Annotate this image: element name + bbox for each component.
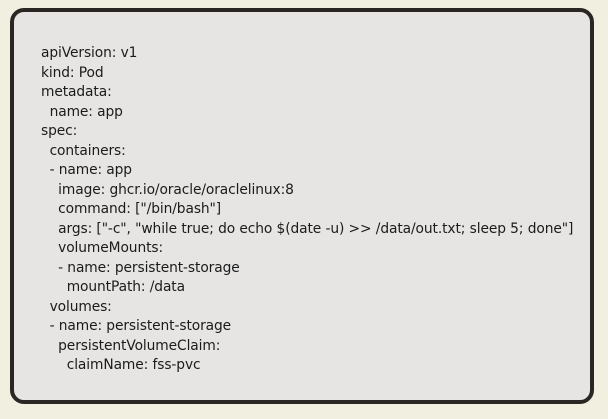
code-panel: apiVersion: v1 kind: Pod metadata: name:… xyxy=(10,8,594,404)
code-line: volumes: xyxy=(41,298,112,315)
code-block: apiVersion: v1 kind: Pod metadata: name:… xyxy=(41,44,584,376)
code-line: name: app xyxy=(41,103,123,120)
code-line: claimName: fss-pvc xyxy=(41,357,201,373)
code-line: kind: Pod xyxy=(41,64,104,81)
code-line: metadata: xyxy=(41,84,112,100)
code-line: volumeMounts: xyxy=(41,240,164,256)
code-line: - name: persistent-storage xyxy=(41,318,232,334)
code-line: spec: xyxy=(41,123,78,139)
code-line: containers: xyxy=(41,142,126,159)
code-line: image: ghcr.io/oracle/oraclelinux:8 xyxy=(41,181,294,198)
code-line: - name: app xyxy=(41,162,133,178)
code-line: apiVersion: v1 xyxy=(41,45,138,61)
code-line: mountPath: /data xyxy=(41,279,185,295)
code-line: persistentVolumeClaim: xyxy=(41,337,221,354)
code-line: command: ["/bin/bash"] xyxy=(41,201,222,217)
code-line: - name: persistent-storage xyxy=(41,259,240,276)
code-line: args: ["-c", "while true; do echo $(date… xyxy=(41,220,574,237)
